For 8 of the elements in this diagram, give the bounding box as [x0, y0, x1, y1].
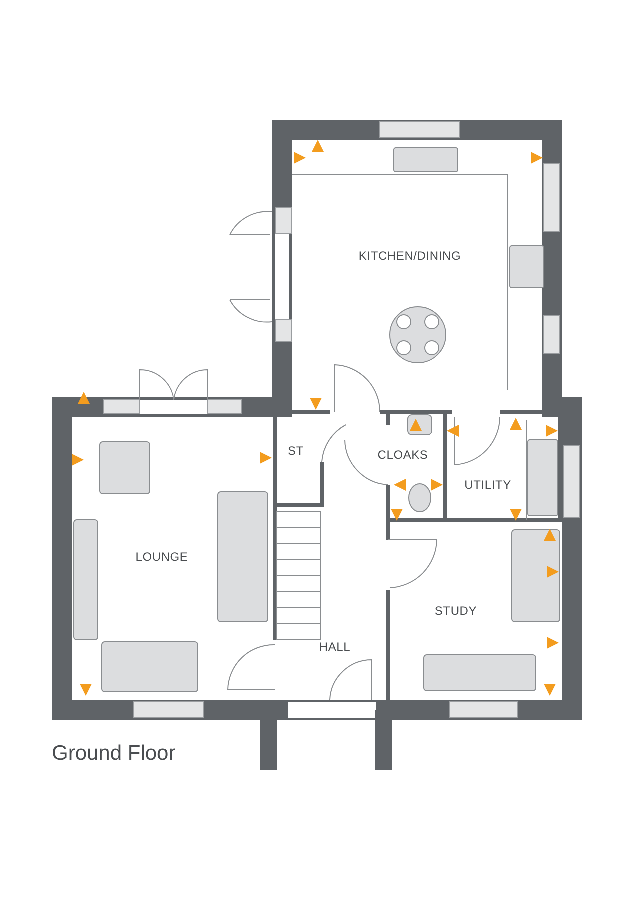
room-label: CLOAKS	[378, 448, 428, 462]
room-label: ST	[288, 444, 304, 458]
room-label: HALL	[319, 640, 351, 654]
floor-title: Ground Floor	[52, 742, 176, 766]
room-label: KITCHEN/DINING	[358, 249, 462, 263]
room-label: UTILITY	[464, 478, 512, 492]
room-label: LOUNGE	[136, 550, 188, 564]
room-label: STUDY	[434, 604, 478, 618]
